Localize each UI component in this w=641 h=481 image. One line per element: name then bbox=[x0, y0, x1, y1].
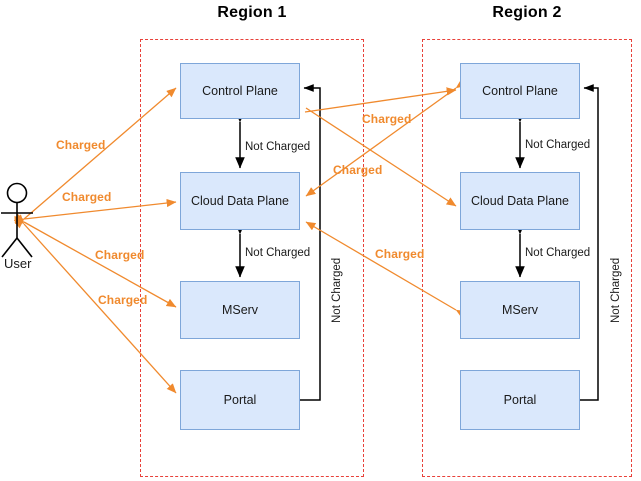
node-r2-mserv[interactable]: MServ bbox=[460, 281, 580, 339]
label-charged-user-portal: Charged bbox=[98, 293, 148, 307]
node-r2-portal[interactable]: Portal bbox=[460, 370, 580, 430]
label-r2-cp-cdp: Not Charged bbox=[523, 139, 593, 151]
node-r1-control-plane[interactable]: Control Plane bbox=[180, 63, 300, 119]
label-r1-cp-cdp: Not Charged bbox=[243, 141, 313, 153]
node-r1-portal[interactable]: Portal bbox=[180, 370, 300, 430]
label-r2-cdp-mserv: Not Charged bbox=[523, 247, 593, 259]
node-r2-cloud-data-plane[interactable]: Cloud Data Plane bbox=[460, 172, 580, 230]
label-charged-user-mserv: Charged bbox=[95, 248, 145, 262]
node-r1-mserv[interactable]: MServ bbox=[180, 281, 300, 339]
label-charged-r2mserv-r1cdp: Charged bbox=[375, 247, 425, 261]
user-label: User bbox=[4, 256, 32, 271]
node-r1-cloud-data-plane[interactable]: Cloud Data Plane bbox=[180, 172, 300, 230]
label-charged-user-cloud-data-plane: Charged bbox=[62, 190, 112, 204]
label-r2-portal-cp: Not Charged bbox=[610, 255, 622, 325]
region-1-title: Region 1 bbox=[217, 4, 287, 21]
label-r1-portal-cp: Not Charged bbox=[331, 255, 343, 325]
label-r1-cdp-mserv: Not Charged bbox=[243, 247, 313, 259]
label-charged-r1cp-r2cp: Charged bbox=[362, 112, 412, 126]
label-charged-r2cp-r1cdp: Charged bbox=[333, 163, 383, 177]
region-2-title: Region 2 bbox=[492, 4, 562, 21]
label-charged-user-control-plane: Charged bbox=[56, 138, 106, 152]
user-figure bbox=[1, 182, 33, 258]
node-r2-control-plane[interactable]: Control Plane bbox=[460, 63, 580, 119]
